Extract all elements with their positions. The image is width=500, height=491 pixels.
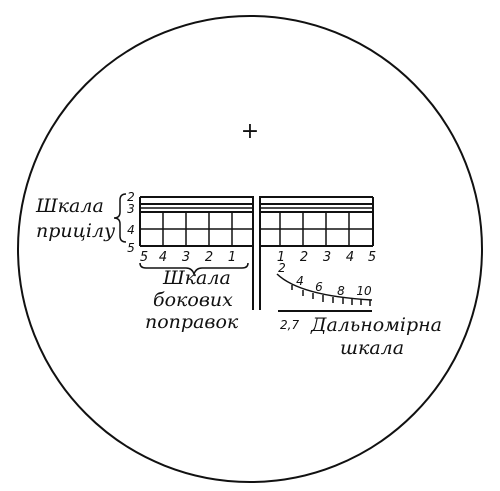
svg-text:5: 5 xyxy=(127,241,135,255)
lateral-scale-numbers-right: 1 2 3 4 5 xyxy=(277,250,376,265)
lateral-scale-numbers-left: 5 4 3 2 1 xyxy=(140,250,236,265)
svg-text:4: 4 xyxy=(159,250,167,265)
svg-text:5: 5 xyxy=(140,250,148,265)
svg-text:3: 3 xyxy=(182,250,190,265)
svg-text:4: 4 xyxy=(127,223,135,237)
sight-scale-label: Шкала прицілу xyxy=(35,195,115,242)
svg-text:прицілу: прицілу xyxy=(36,220,115,242)
svg-text:поправок: поправок xyxy=(145,311,239,333)
range-scale-curve xyxy=(276,273,373,301)
range-scale-label: Дальномірна шкала xyxy=(310,314,442,359)
range-scale-ticks xyxy=(291,285,371,306)
svg-text:2: 2 xyxy=(300,250,308,265)
center-cross: + xyxy=(241,119,259,144)
svg-text:4: 4 xyxy=(346,250,354,265)
svg-text:2: 2 xyxy=(127,190,135,204)
svg-text:6: 6 xyxy=(315,280,323,294)
sight-scale-grid-left xyxy=(139,196,253,247)
svg-text:бокових: бокових xyxy=(153,289,233,311)
svg-text:2: 2 xyxy=(205,250,213,265)
sight-scale-brace xyxy=(113,193,127,243)
svg-text:1: 1 xyxy=(228,250,236,265)
svg-text:шкала: шкала xyxy=(340,337,404,359)
svg-text:10: 10 xyxy=(356,284,372,298)
svg-text:8: 8 xyxy=(337,284,345,298)
lateral-scale-brace xyxy=(139,262,249,277)
central-vertical-post xyxy=(252,196,261,310)
svg-text:Шкала: Шкала xyxy=(35,195,104,217)
svg-text:4: 4 xyxy=(296,274,304,288)
svg-text:5: 5 xyxy=(368,250,376,265)
field-of-view-circle xyxy=(17,15,483,483)
svg-text:Шкала: Шкала xyxy=(162,267,231,289)
svg-text:1: 1 xyxy=(277,250,285,265)
range-scale-numbers: 2 4 6 8 10 xyxy=(278,261,372,298)
sight-scale-grid-right xyxy=(260,196,374,247)
svg-text:2: 2 xyxy=(278,261,286,275)
svg-text:Дальномірна: Дальномірна xyxy=(310,314,442,336)
sight-scale-row-numbers: 2 3 4 5 xyxy=(127,190,135,255)
range-scale-base-value: 2,7 xyxy=(280,318,299,332)
svg-text:3: 3 xyxy=(323,250,331,265)
lateral-scale-label: Шкала бокових поправок xyxy=(145,267,239,333)
svg-text:3: 3 xyxy=(127,202,135,216)
